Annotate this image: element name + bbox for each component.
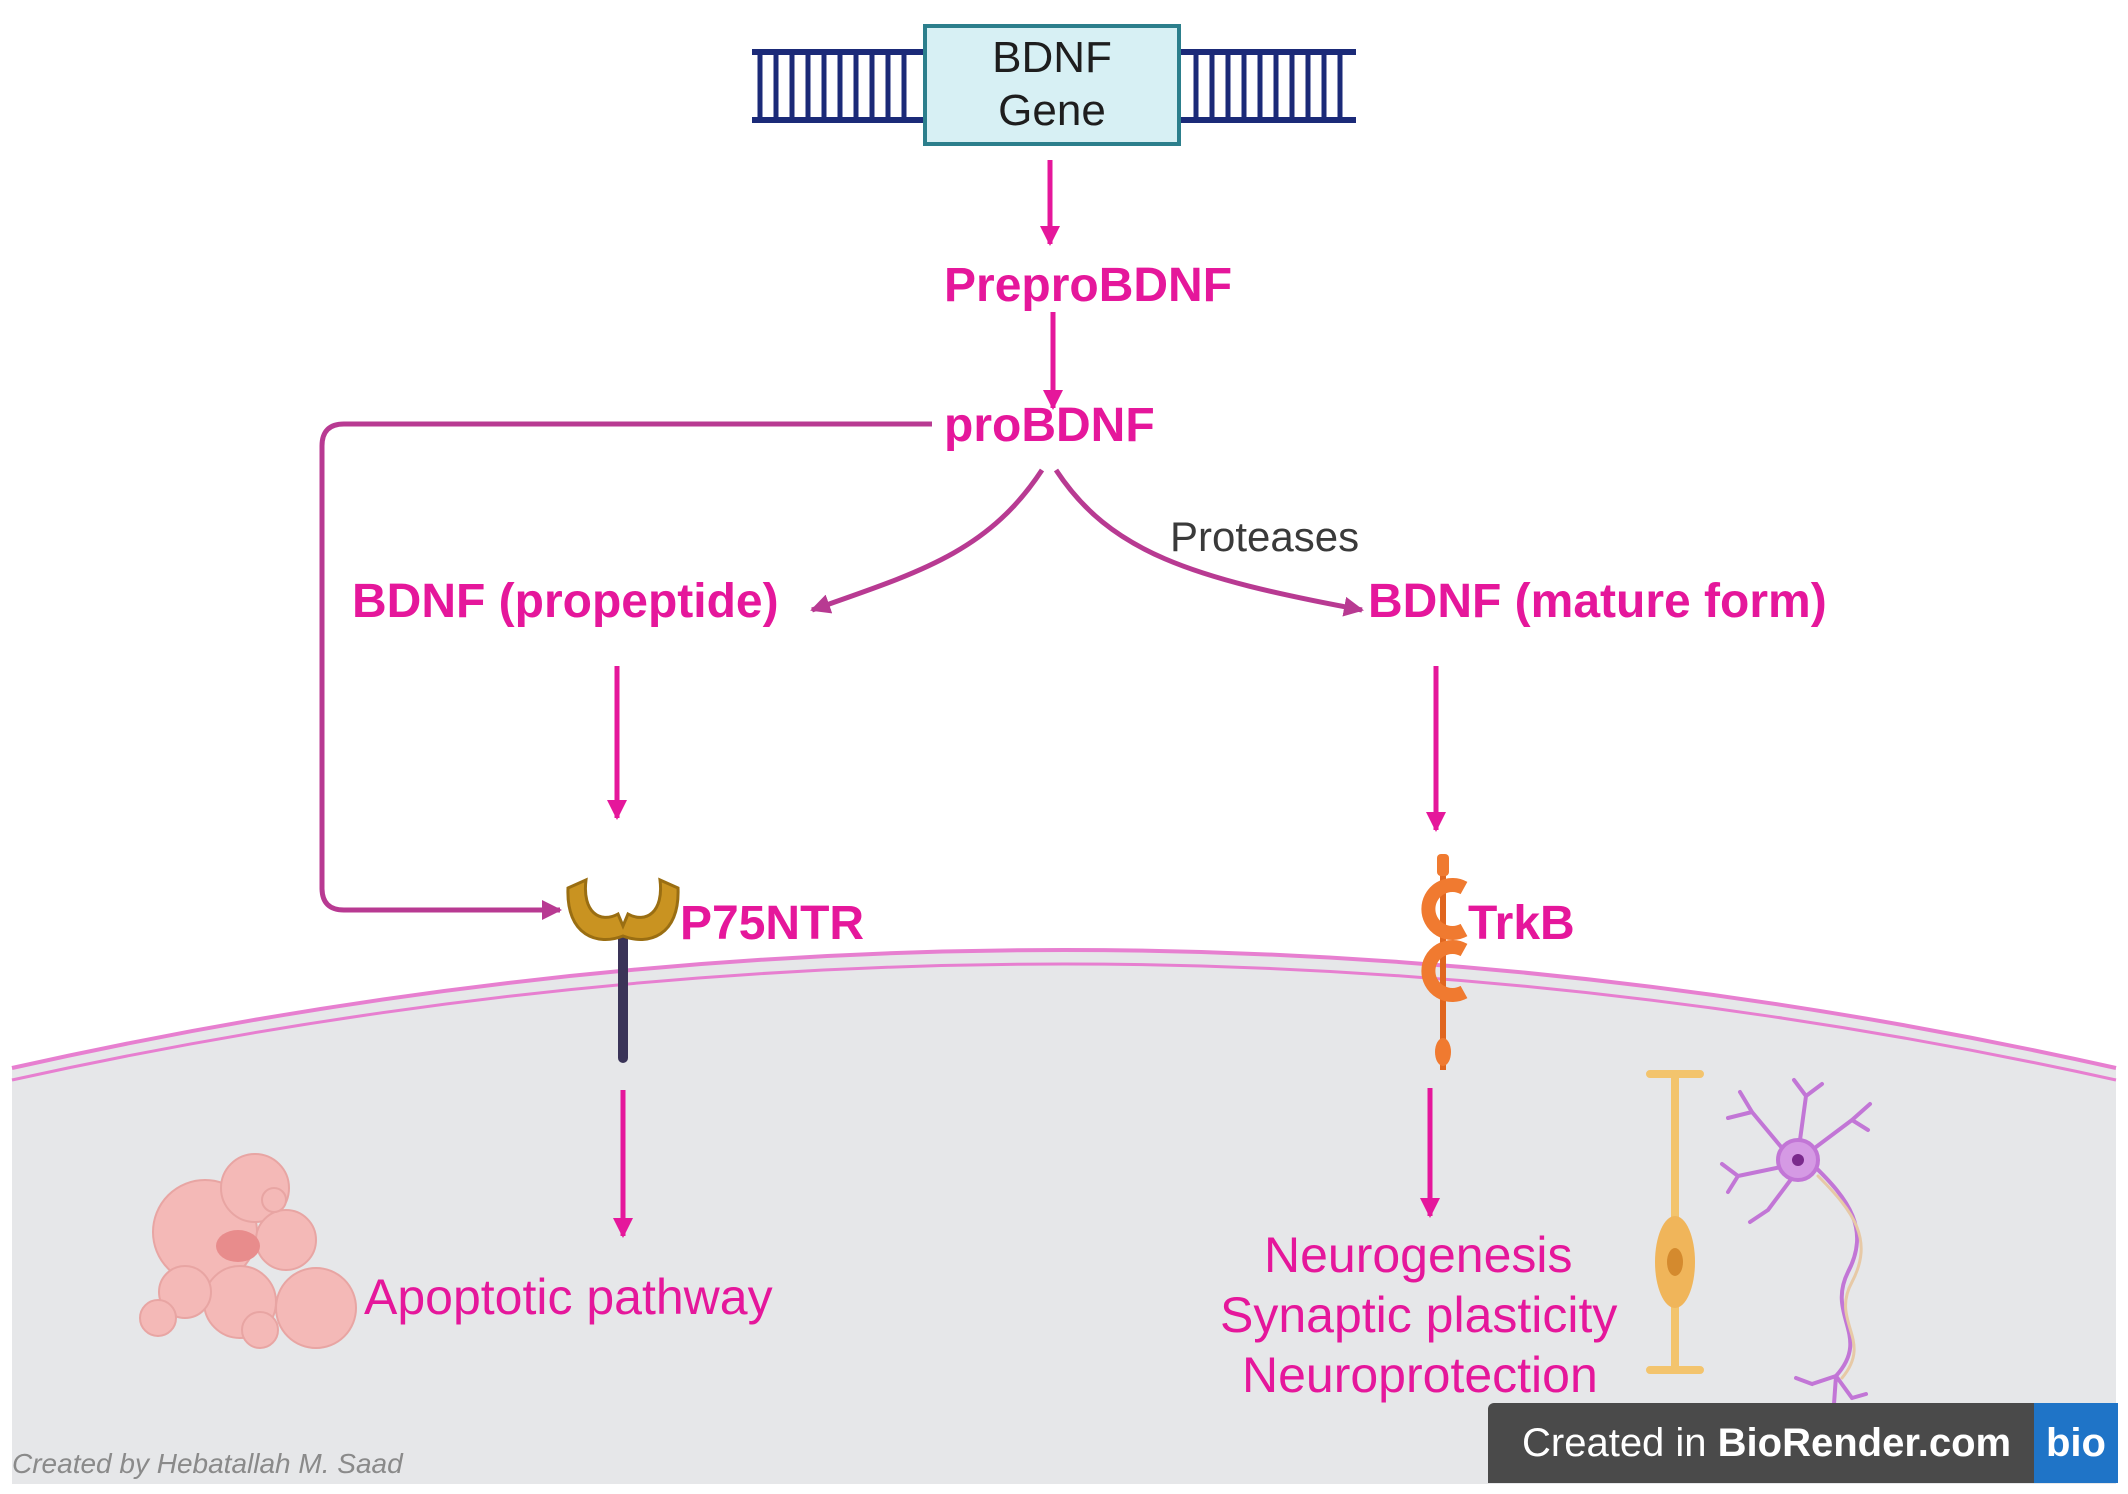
dna-icon [752,49,1356,123]
node-probdnf: proBDNF [944,399,1155,452]
bipolar-neuron-icon [1646,1070,1704,1374]
bdnf-gene-box: BDNF Gene [923,24,1181,146]
apoptotic-cell-icon [139,1153,357,1349]
badge-brand: BioRender.com [1717,1420,2012,1465]
cell-membrane-inner [11,962,2117,1082]
cell-body [12,950,2116,1484]
biorender-badge[interactable]: Created in BioRender.com bio [1488,1403,2118,1483]
gene-label-line1: BDNF [992,33,1112,83]
badge-prefix: Created in [1522,1420,1718,1465]
node-apoptotic-pathway: Apoptotic pathway [364,1269,773,1325]
outcome-neurogenesis: Neurogenesis [1264,1227,1573,1283]
node-preprobdnf: PreproBDNF [944,259,1233,312]
node-bdnf-mature: BDNF (mature form) [1368,575,1827,628]
multipolar-neuron-icon [1720,1078,1872,1406]
author-credit: Created by Hebatallah M. Saad [12,1448,403,1479]
node-trkb: TrkB [1468,897,1575,950]
node-p75ntr: P75NTR [680,897,865,950]
node-bdnf-propeptide: BDNF (propeptide) [352,575,779,628]
outcome-synaptic-plasticity: Synaptic plasticity [1220,1287,1618,1343]
arrow-pro-to-propeptide [810,468,1045,614]
outcome-neuroprotection: Neuroprotection [1242,1347,1598,1403]
trkb-receptor-icon [1421,854,1468,1070]
gene-label-line2: Gene [998,86,1106,135]
biorender-logo-icon: bio [2034,1403,2118,1483]
arrow-pro-to-p75-loop [319,421,932,920]
badge-text: Created in BioRender.com [1488,1421,2011,1466]
cell-membrane-outer [11,948,2117,1070]
arrow-pro-to-mature [1053,468,1364,617]
p75ntr-receptor-icon [566,877,680,1063]
edge-label-proteases: Proteases [1170,513,1360,560]
